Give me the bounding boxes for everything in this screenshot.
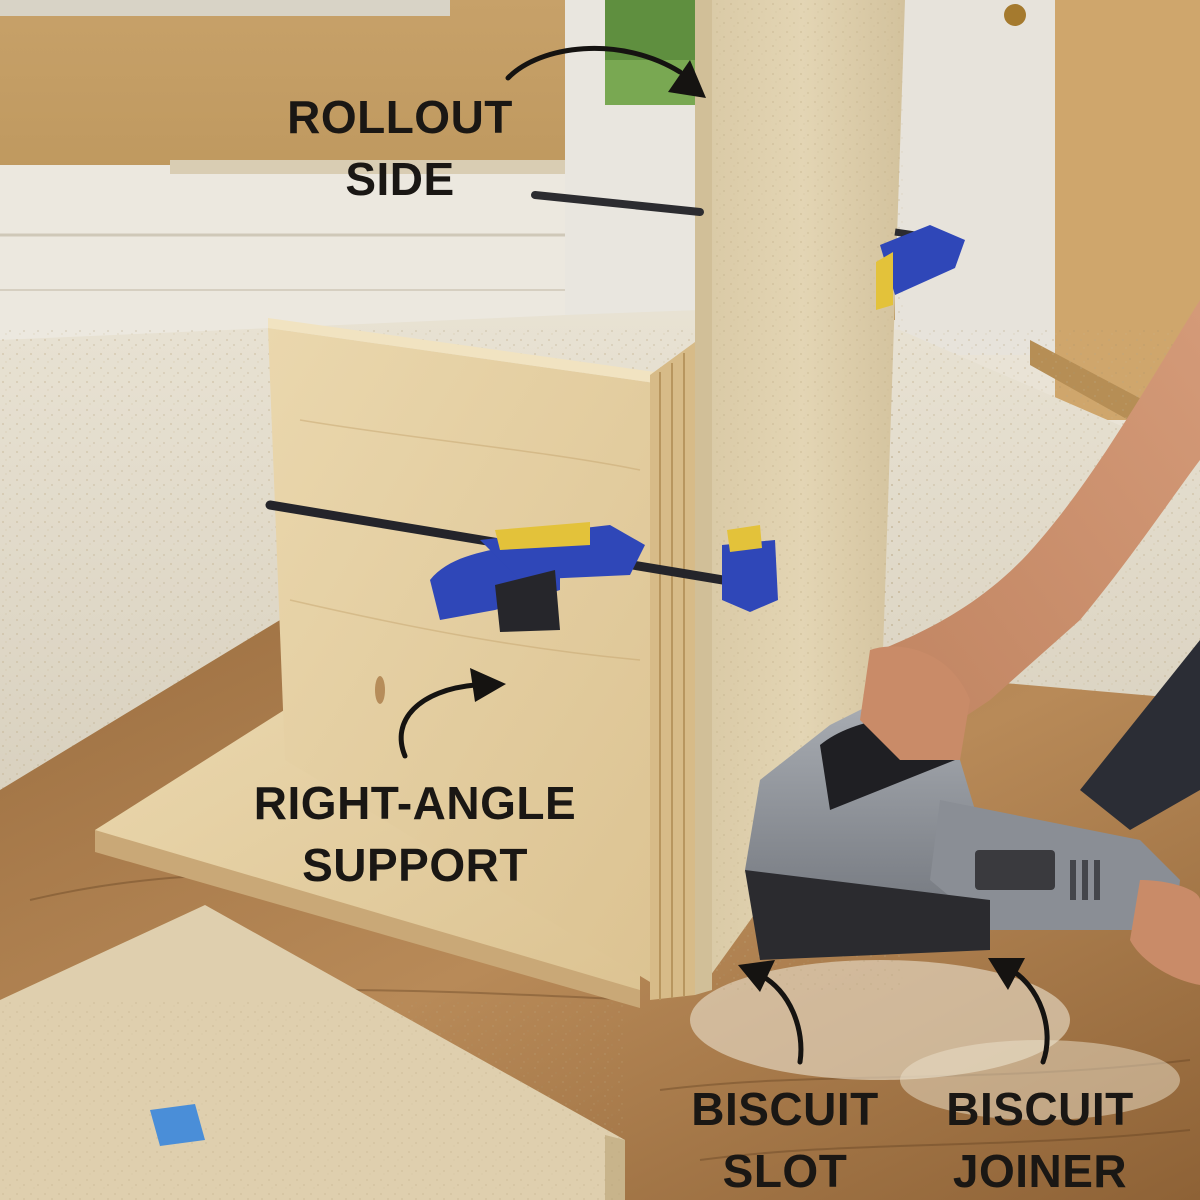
arrow-biscuit-joiner: [1005, 965, 1050, 1065]
back-clamp-jaw: [880, 225, 965, 295]
blue-tape: [150, 1104, 205, 1146]
label-biscuit-joiner-line1: BISCUIT: [946, 1083, 1134, 1135]
label-biscuit-slot: BISCUIT SLOT: [660, 1078, 910, 1200]
second-hand: [1130, 880, 1200, 985]
label-biscuit-joiner: BISCUIT JOINER: [910, 1078, 1170, 1200]
arrow-rollout-side: [505, 45, 683, 81]
clamp-trigger-label: [495, 522, 590, 550]
door-knob: [1004, 4, 1026, 26]
label-rollout-side-line2: SIDE: [345, 153, 455, 205]
label-right-angle-support: RIGHT-ANGLE SUPPORT: [205, 772, 625, 896]
label-right-angle-support-line2: SUPPORT: [302, 839, 528, 891]
door-right: [895, 0, 1055, 355]
hand-on-handle: [860, 646, 970, 760]
arrow-heads: [470, 60, 1025, 992]
arrow-biscuit-slot: [757, 972, 804, 1065]
joiner-nameplate: [975, 850, 1055, 890]
front-clamp-jaw: [722, 540, 778, 612]
arm: [870, 300, 1200, 740]
label-rollout-side: ROLLOUT SIDE: [250, 86, 550, 210]
label-biscuit-slot-line1: BISCUIT: [691, 1083, 879, 1135]
label-biscuit-slot-line2: SLOT: [722, 1145, 848, 1197]
arrow-right-angle-support: [398, 682, 478, 759]
joiner-base-plate: [745, 870, 990, 960]
label-rollout-side-line1: ROLLOUT: [287, 91, 513, 143]
label-biscuit-joiner-line2: JOINER: [952, 1145, 1128, 1197]
pegboard: [0, 0, 450, 16]
back-clamp-bar: [531, 191, 704, 216]
sleeve: [1080, 640, 1200, 830]
annotation-arrows: [398, 45, 1050, 1065]
label-right-angle-support-line1: RIGHT-ANGLE: [253, 777, 577, 829]
support-upright: [268, 328, 655, 985]
block-wall: [0, 165, 565, 340]
clamp-trigger: [495, 570, 560, 632]
